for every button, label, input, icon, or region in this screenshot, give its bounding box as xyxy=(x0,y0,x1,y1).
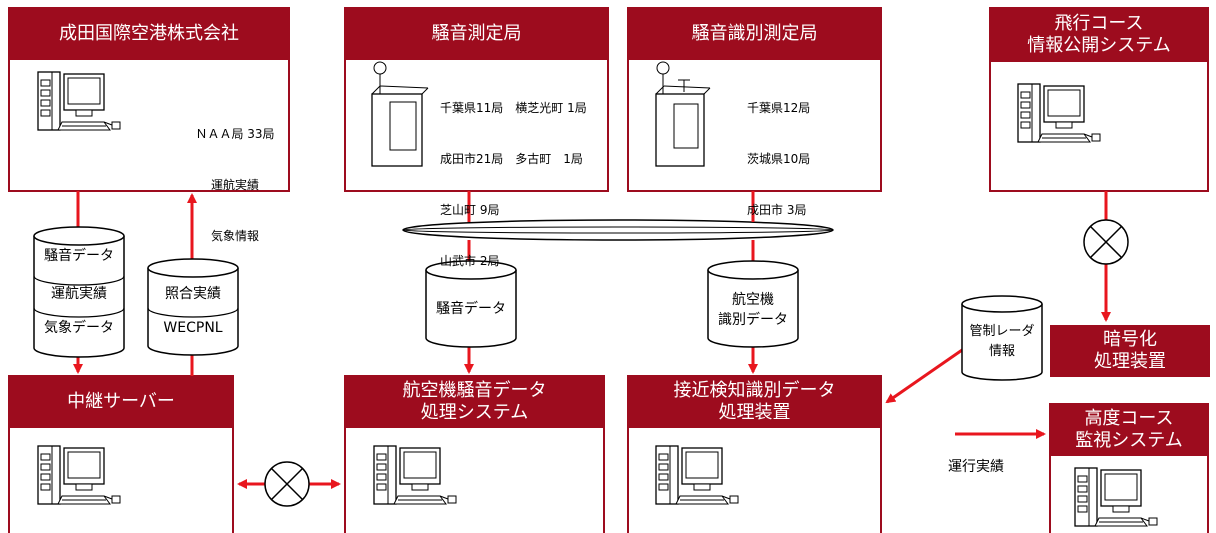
noise-id-line-2: 茨城県10局 xyxy=(747,152,811,166)
aircraft-id-label: 航空機 識別データ xyxy=(718,292,788,328)
measurement-station-icon xyxy=(371,61,429,167)
noise-station-line-4: 山武市 2局 xyxy=(440,254,500,268)
collation-label-1: 照合実績 xyxy=(165,286,221,302)
noise-id-station-title: 騒音識別測定局 xyxy=(628,8,881,60)
noise-station-title: 騒音測定局 xyxy=(345,8,608,60)
noise-station-line-1: 千葉県11局 横芝光町 1局 xyxy=(440,101,587,115)
narita-info: ＮＡＡ局 33局 運航実績 気象情報 xyxy=(180,92,290,262)
noise-station-line-3: 芝山町 9局 xyxy=(440,203,500,217)
noise-id-line-1: 千葉県12局 xyxy=(747,101,811,115)
altitude-title: 高度コース 監視システム xyxy=(1050,404,1208,456)
encryption-cross-icon xyxy=(1083,219,1129,265)
narita-line-3: 気象情報 xyxy=(210,229,259,243)
operation-results-label: 運行実績 xyxy=(948,459,1004,475)
cylinder-noise-data xyxy=(425,260,517,348)
arrow-icon xyxy=(885,346,966,404)
narita-line-2: 運航実績 xyxy=(210,178,259,192)
noise-data-label: 騒音データ xyxy=(436,301,506,317)
noise-station-info: 千葉県11局 横芝光町 1局 成田市21局 多古町 1局 芝山町 9局 山武市 … xyxy=(440,66,587,287)
narita-line-1: ＮＡＡ局 33局 xyxy=(195,127,275,141)
collation-label-2: WECPNL xyxy=(163,320,223,336)
narita-title: 成田国際空港株式会社 xyxy=(9,8,289,60)
approach-title: 接近検知識別データ 処理装置 xyxy=(628,376,881,428)
noise-station-line-2: 成田市21局 多古町 1局 xyxy=(440,152,583,166)
cylinder-collation xyxy=(147,258,239,356)
measurement-station-icon xyxy=(655,61,711,167)
radar-label: 管制レーダ 情報 xyxy=(969,324,1035,359)
cylinder-radar xyxy=(961,295,1043,381)
noise-id-station-info: 千葉県12局 茨城県10局 成田市 3局 xyxy=(747,66,810,236)
flight-course-title: 飛行コース 情報公開システム xyxy=(990,8,1208,62)
left-stack-label-1: 騒音データ xyxy=(44,248,114,264)
encryption-title: 暗号化 処理装置 xyxy=(1050,325,1210,377)
noise-id-line-3: 成田市 3局 xyxy=(747,203,807,217)
left-stack-label-2: 運航実績 xyxy=(51,286,107,302)
relay-title: 中継サーバー xyxy=(9,376,233,428)
left-stack-label-3: 気象データ xyxy=(44,320,114,336)
network-ellipse-icon xyxy=(402,219,834,241)
cylinder-left-stack xyxy=(33,226,125,358)
noise-processing-title: 航空機騒音データ 処理システム xyxy=(345,376,604,428)
cylinder-aircraft-id xyxy=(707,260,799,348)
encryption-cross-icon xyxy=(264,461,310,507)
